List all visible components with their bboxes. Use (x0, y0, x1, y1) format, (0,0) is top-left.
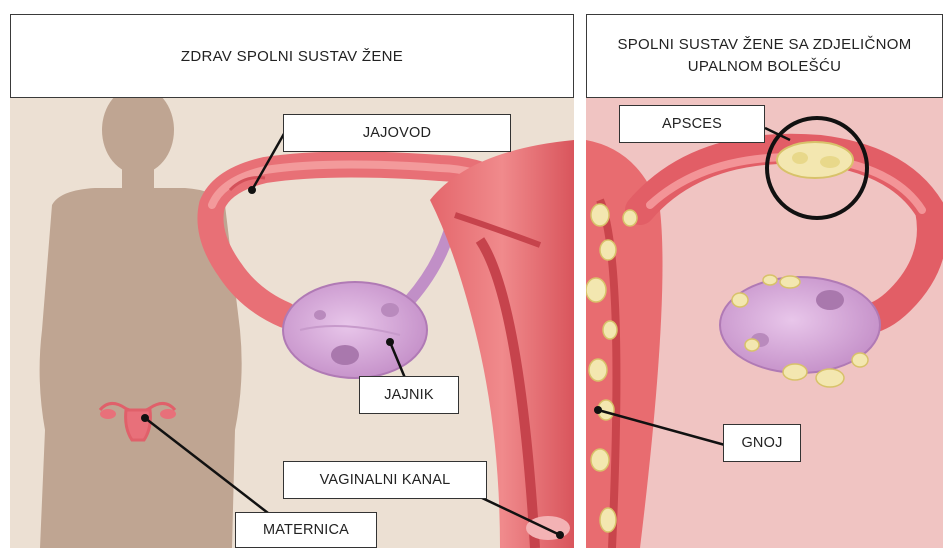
label-jajnik-text: JAJNIK (384, 387, 434, 403)
right-panel (586, 98, 943, 548)
leader-dots-right (594, 406, 602, 414)
left-panel-title: ZDRAV SPOLNI SUSTAV ŽENE (10, 14, 574, 98)
label-maternica: MATERNICA (235, 512, 377, 548)
label-jajnik: JAJNIK (359, 376, 459, 414)
label-apsces: APSCES (619, 105, 765, 143)
right-panel-title-line2: UPALNOM BOLEŠĆU (688, 56, 841, 78)
panel-divider (574, 14, 586, 548)
label-jajovod: JAJOVOD (283, 114, 511, 152)
label-jajovod-text: JAJOVOD (363, 125, 431, 141)
label-maternica-text: MATERNICA (263, 522, 349, 538)
label-gnoj: GNOJ (723, 424, 801, 462)
abscess (777, 142, 853, 178)
label-vaginalni-kanal: VAGINALNI KANAL (283, 461, 487, 499)
right-panel-title-line1: SPOLNI SUSTAV ŽENE SA ZDJELIČNOM (617, 34, 911, 56)
left-panel-title-text: ZDRAV SPOLNI SUSTAV ŽENE (181, 48, 403, 65)
label-apsces-text: APSCES (662, 116, 722, 132)
label-gnoj-text: GNOJ (741, 435, 782, 451)
ovary (283, 282, 427, 378)
right-panel-title: SPOLNI SUSTAV ŽENE SA ZDJELIČNOM UPALNOM… (586, 14, 943, 98)
label-vaginalni-kanal-text: VAGINALNI KANAL (320, 472, 451, 488)
